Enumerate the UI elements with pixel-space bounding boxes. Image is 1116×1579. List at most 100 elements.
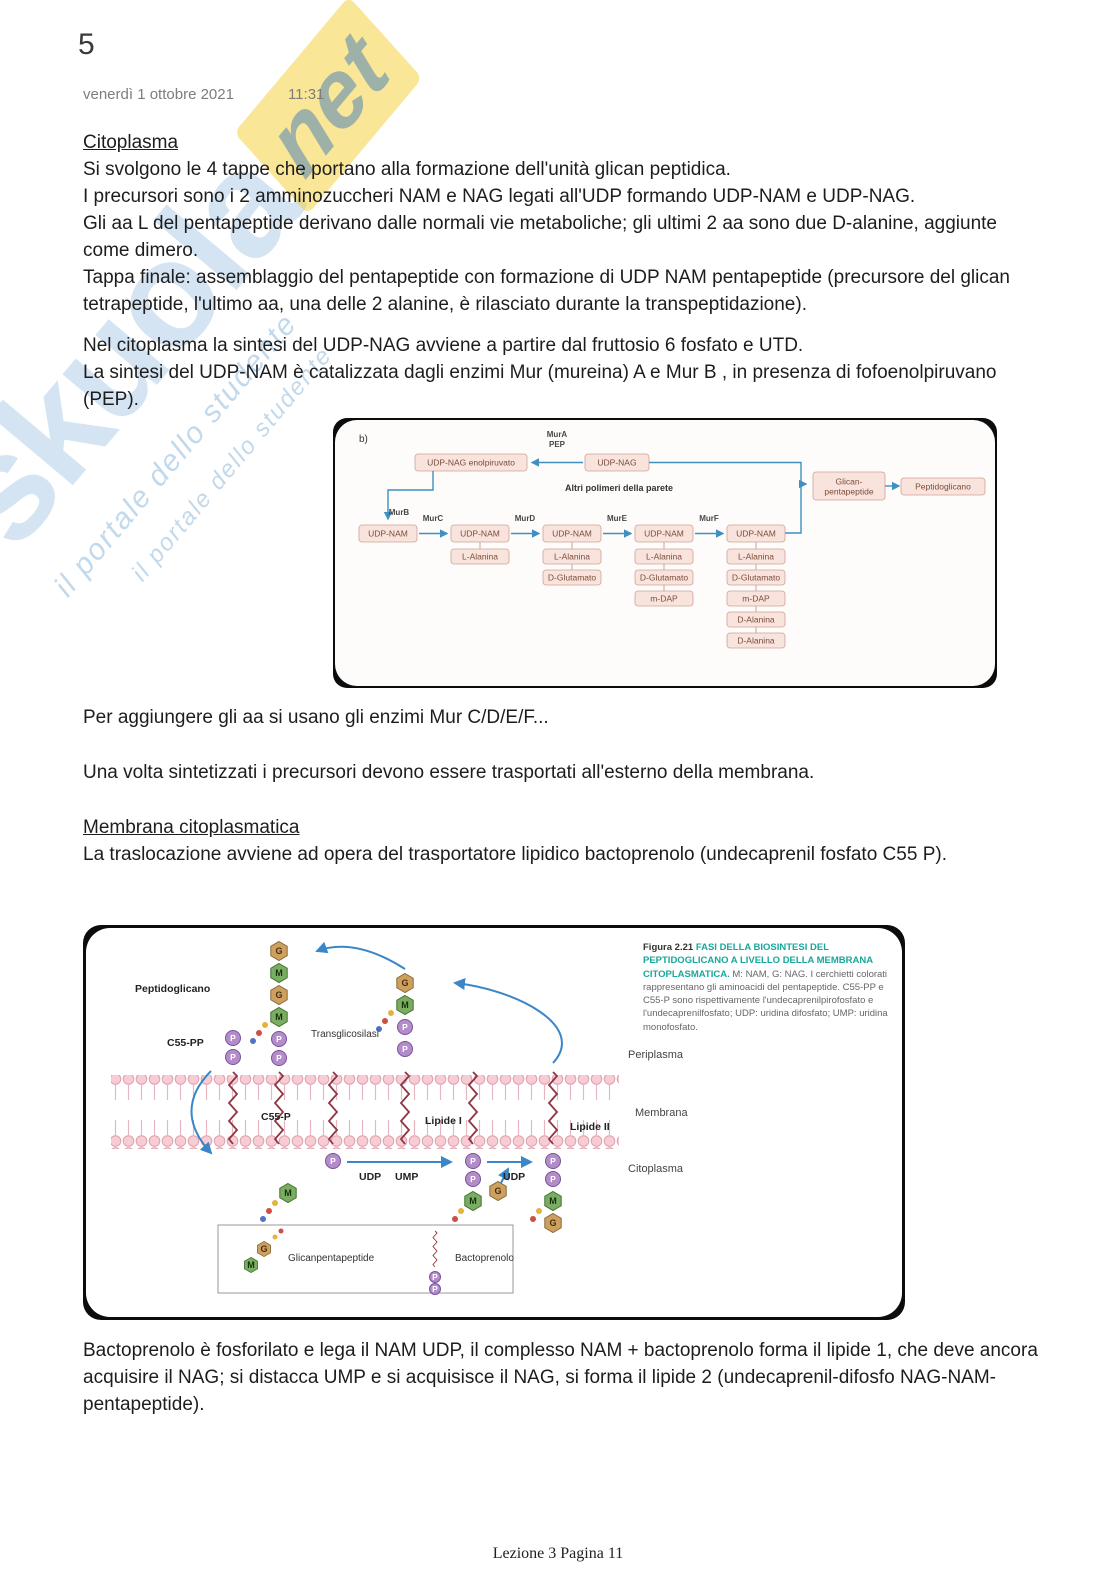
box-l-alanina: L-Alanina — [462, 552, 498, 562]
note-date: venerdì 1 ottobre 2021 — [83, 86, 234, 103]
box-glican-pentapeptide-2: pentapeptide — [824, 487, 873, 497]
box-m-dap: m-DAP — [742, 594, 770, 604]
cytoplasm-intermediates: P P P M P P M G M G — [260, 1153, 562, 1233]
figure-caption: Figura 2.21 FASI DELLA BIOSINTESI DEL PE… — [643, 941, 889, 1034]
enzyme-murd: MurD — [515, 514, 536, 523]
phosphate: P — [330, 1156, 336, 1166]
sugar-g: G — [275, 946, 282, 956]
label-c55pp: C55-PP — [167, 1037, 204, 1049]
enzyme-mure: MurE — [607, 514, 628, 523]
box-d-alanina: D-Alanina — [737, 636, 775, 646]
box-d-glutamato: D-Glutamato — [640, 573, 688, 583]
sugar-m: M — [401, 1000, 409, 1010]
box-udp-nam: UDP-NAM — [644, 529, 684, 539]
box-udp-nag: UDP-NAG — [597, 458, 636, 468]
label-transglicosilasi: Transglicosilasi — [311, 1029, 379, 1040]
sugar-m: M — [284, 1188, 292, 1198]
figure-mur-pathway-svg: b) UDP-NAG enolpiruvato UDP-NAG MurA PEP… — [333, 418, 997, 688]
paragraph: Tappa finale: assemblaggio del pentapept… — [83, 266, 1010, 315]
phosphate: P — [402, 1044, 408, 1054]
box-udp-nam: UDP-NAM — [460, 529, 500, 539]
paragraph: Nel citoplasma la sintesi del UDP-NAG av… — [83, 334, 804, 356]
label-ump: UMP — [395, 1171, 419, 1183]
c55pp-carrier: P P — [225, 1030, 241, 1065]
sugar-m: M — [275, 968, 283, 978]
phosphate: P — [402, 1022, 408, 1032]
note-time: 11:31 — [287, 86, 325, 103]
sugar-g: G — [494, 1186, 501, 1196]
reaction-arrows — [190, 941, 563, 1184]
box-udp-nam: UDP-NAM — [368, 529, 408, 539]
label-udp: UDP — [503, 1171, 526, 1183]
sugar-m: M — [549, 1196, 557, 1206]
box-l-alanina: L-Alanina — [646, 552, 682, 562]
membrane-bilayer — [111, 1075, 619, 1149]
label-altri-polimeri: Altri polimeri della parete — [565, 483, 673, 493]
peptidoglycan-chain: G M G M P P — [250, 941, 288, 1066]
paragraph: La traslocazione avviene ad opera del tr… — [83, 843, 947, 865]
phosphate: P — [550, 1156, 556, 1166]
section-membrana: Membrana citoplasmatica La traslocazione… — [83, 815, 1041, 869]
legend-sugar-m: M — [247, 1260, 255, 1270]
box-l-alanina: L-Alanina — [554, 552, 590, 562]
legend-label-glicanpentapeptide: Glicanpentapeptide — [288, 1253, 375, 1264]
box-peptidoglicano: Peptidoglicano — [915, 482, 971, 492]
label-udp: UDP — [359, 1171, 382, 1183]
phosphate: P — [230, 1033, 236, 1043]
figure-membrane-svg: G M G M P P G M P P P P — [83, 925, 905, 1320]
label-membrana: Membrana — [635, 1107, 688, 1119]
legend-sugar-g: G — [260, 1244, 267, 1254]
incoming-chain: G M P P — [376, 973, 414, 1057]
label-lipide-2: Lipide II — [570, 1121, 610, 1133]
box-udp-nam: UDP-NAM — [736, 529, 776, 539]
enzyme-murb: MurB — [389, 508, 410, 517]
box-l-alanina: L-Alanina — [738, 552, 774, 562]
paragraph: Si svolgono le 4 tappe che portano alla … — [83, 158, 731, 180]
date-line: venerdì 1 ottobre 2021 11:31 — [83, 86, 324, 103]
box-d-alanina: D-Alanina — [737, 615, 775, 625]
paragraph-mur-enzymes: Per aggiungere gli aa si usano gli enzim… — [83, 707, 549, 728]
enzyme-murc: MurC — [423, 514, 444, 523]
phosphate: P — [276, 1053, 282, 1063]
label-citoplasma: Citoplasma — [628, 1163, 684, 1175]
phosphate: P — [276, 1034, 282, 1044]
figure-legend: G M P P — [217, 1224, 514, 1295]
label-lipide-1: Lipide I — [425, 1115, 462, 1127]
sugar-g: G — [275, 990, 282, 1000]
box-glican-pentapeptide-1: Glican- — [836, 477, 863, 487]
box-d-glutamato: D-Glutamato — [548, 573, 596, 583]
enzyme-murf: MurF — [699, 514, 719, 523]
paragraph: I precursori sono i 2 amminozuccheri NAM… — [83, 185, 916, 207]
phosphate: P — [230, 1052, 236, 1062]
cofactor-pep: PEP — [549, 440, 566, 449]
page-footer: Lezione 3 Pagina 11 — [492, 1545, 624, 1562]
paragraph: Gli aa L del pentapeptide derivano dalle… — [83, 212, 997, 261]
sugar-m: M — [275, 1012, 283, 1022]
figure-mur-pathway: b) UDP-NAG enolpiruvato UDP-NAG MurA PEP… — [333, 418, 997, 688]
box-udp-nag-enolpiruvato: UDP-NAG enolpiruvato — [427, 458, 515, 468]
heading-citoplasma: Citoplasma — [83, 132, 179, 153]
heading-membrana: Membrana citoplasmatica — [83, 817, 300, 838]
sugar-g: G — [549, 1218, 556, 1228]
box-udp-nam: UDP-NAM — [552, 529, 592, 539]
caption-body: M: NAM, G: NAG. I cerchietti colorati ra… — [643, 968, 888, 1033]
paragraph-bactoprenolo: Bactoprenolo è fosforilato e lega il NAM… — [83, 1340, 1038, 1415]
caption-figure-number: Figura 2.21 — [643, 942, 694, 953]
legend-label-bactoprenolo: Bactoprenolo — [455, 1253, 514, 1264]
paragraph-transport: Una volta sintetizzati i precursori devo… — [83, 762, 815, 783]
sugar-g: G — [401, 978, 408, 988]
paragraph: La sintesi del UDP-NAM è catalizzata dag… — [83, 361, 997, 410]
phosphate: P — [470, 1156, 476, 1166]
box-m-dap: m-DAP — [650, 594, 678, 604]
sugar-m: M — [469, 1196, 477, 1206]
legend-phosphate: P — [432, 1272, 438, 1282]
label-periplasma: Periplasma — [628, 1049, 684, 1061]
phosphate: P — [470, 1174, 476, 1184]
legend-phosphate: P — [432, 1284, 438, 1294]
caption-title: FASI DELLA BIOSINTESI DEL PEPTIDOGLICANO… — [643, 942, 873, 980]
enzyme-mura: MurA — [547, 430, 568, 439]
label-peptidoglicano: Peptidoglicano — [135, 983, 211, 995]
phosphate: P — [550, 1174, 556, 1184]
label-c55p: C55-P — [261, 1111, 291, 1123]
